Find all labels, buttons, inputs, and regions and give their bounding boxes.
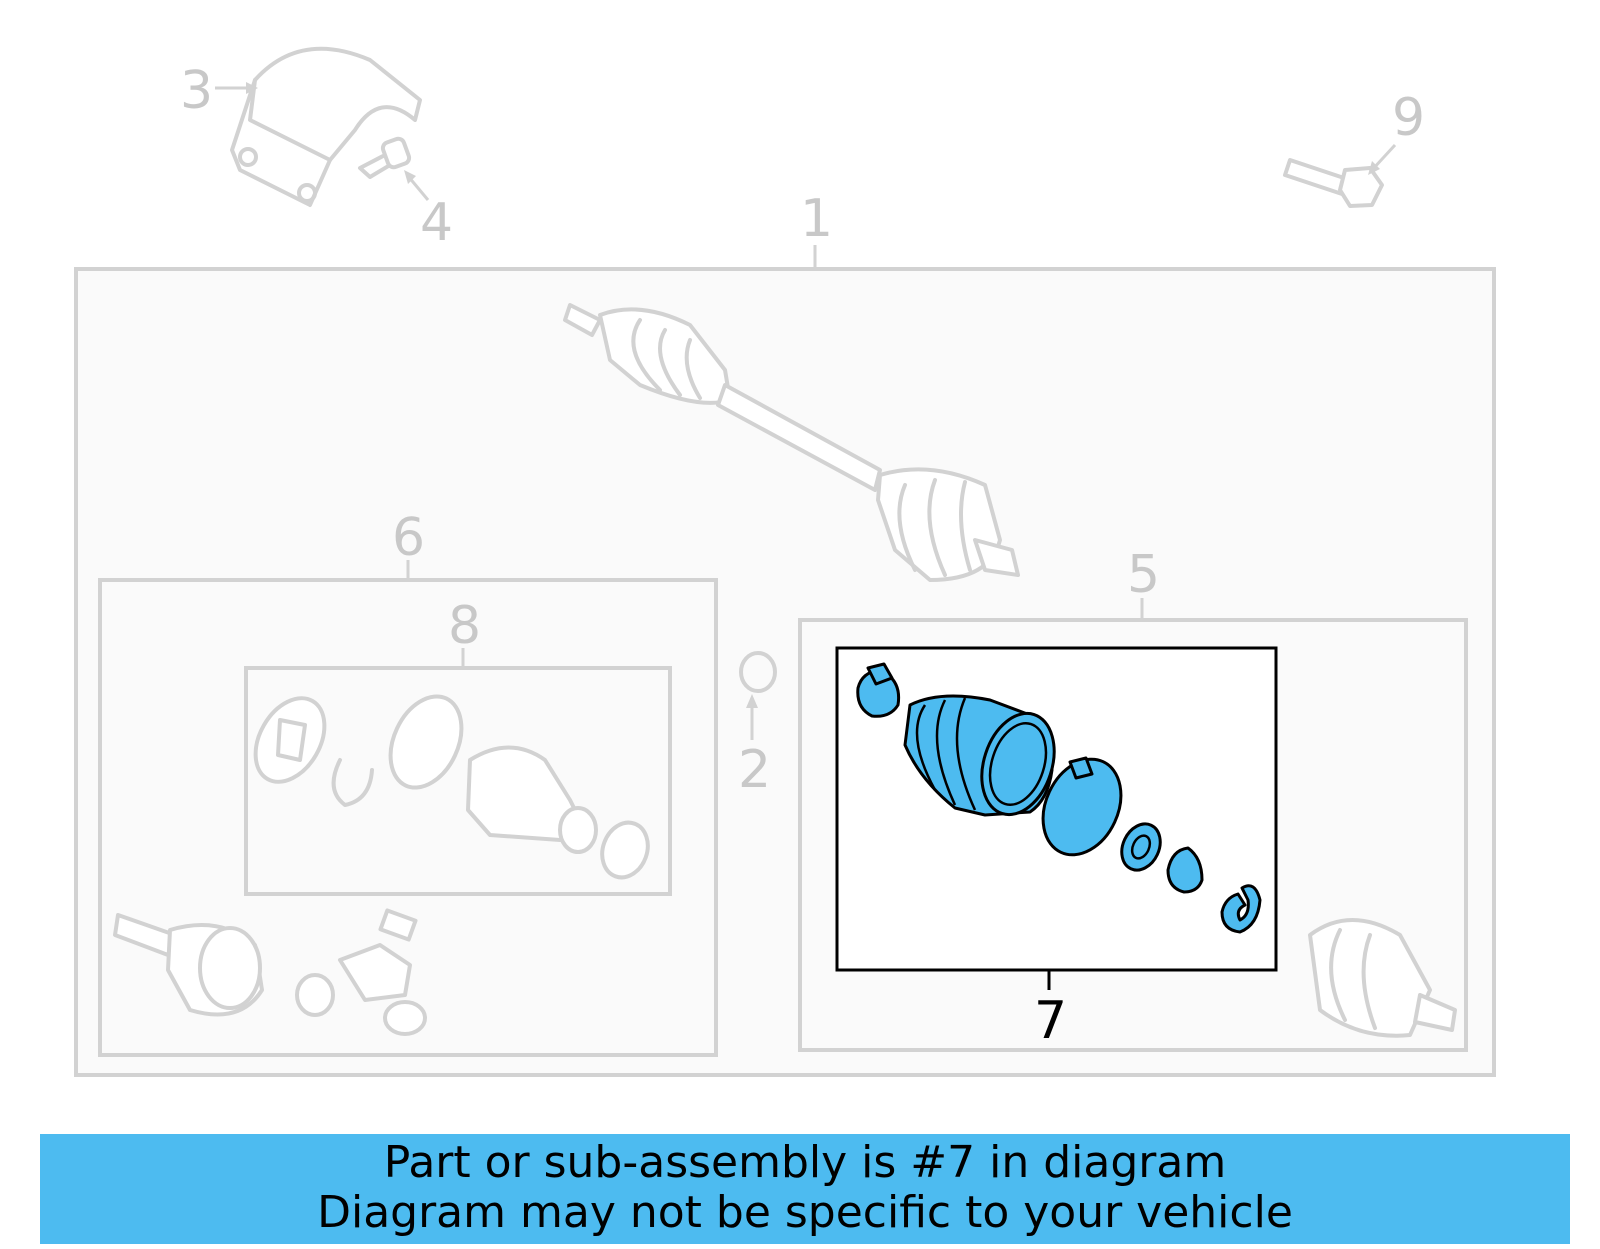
- part-2-snap-ring[interactable]: [739, 651, 777, 693]
- callout-5[interactable]: 5: [1127, 545, 1160, 605]
- arrow-2: [746, 694, 758, 708]
- part-5-outer-joint[interactable]: [1308, 918, 1457, 1038]
- callout-1[interactable]: 1: [800, 189, 833, 249]
- info-banner: Part or sub-assembly is #7 in diagram Di…: [40, 1134, 1570, 1244]
- part-7-boot-kit[interactable]: [856, 662, 1262, 934]
- arrow-4: [404, 170, 416, 184]
- callout-9[interactable]: 9: [1392, 88, 1425, 148]
- callout-2[interactable]: 2: [738, 740, 771, 800]
- parts-diagram: 3 4 9 1 6 8: [74, 46, 1496, 1077]
- callout-4[interactable]: 4: [420, 193, 453, 253]
- washer[interactable]: [1115, 818, 1168, 877]
- part-9-bolt[interactable]: [1283, 158, 1384, 208]
- small-clamp-tab: [866, 662, 894, 686]
- part-8-boot-kit[interactable]: [242, 685, 656, 884]
- boot-mouth: [980, 711, 1056, 817]
- part-3-heat-shield[interactable]: [230, 46, 422, 207]
- callout-7[interactable]: 7: [1034, 991, 1067, 1051]
- large-clamp-tab: [1068, 756, 1094, 780]
- assembly-box-8: [244, 666, 672, 896]
- assembly-box-5: [798, 618, 1468, 1052]
- callout-8[interactable]: 8: [448, 596, 481, 656]
- part-6-inner-joint[interactable]: [113, 908, 427, 1036]
- part-4-bolt[interactable]: [358, 136, 412, 179]
- banner-line-2: Diagram may not be specific to your vehi…: [317, 1187, 1293, 1238]
- arrow-3: [246, 82, 258, 94]
- arrow-9: [1368, 161, 1380, 175]
- callout-6[interactable]: 6: [392, 508, 425, 568]
- part-1-axle-shaft[interactable]: [563, 303, 1020, 582]
- assembly-box-1: [74, 267, 1496, 1077]
- banner-line-1: Part or sub-assembly is #7 in diagram: [383, 1137, 1227, 1188]
- large-clamp[interactable]: [1028, 746, 1136, 867]
- grease-cap[interactable]: [1166, 846, 1204, 894]
- callout-3[interactable]: 3: [180, 61, 213, 121]
- circlip[interactable]: [1220, 884, 1262, 934]
